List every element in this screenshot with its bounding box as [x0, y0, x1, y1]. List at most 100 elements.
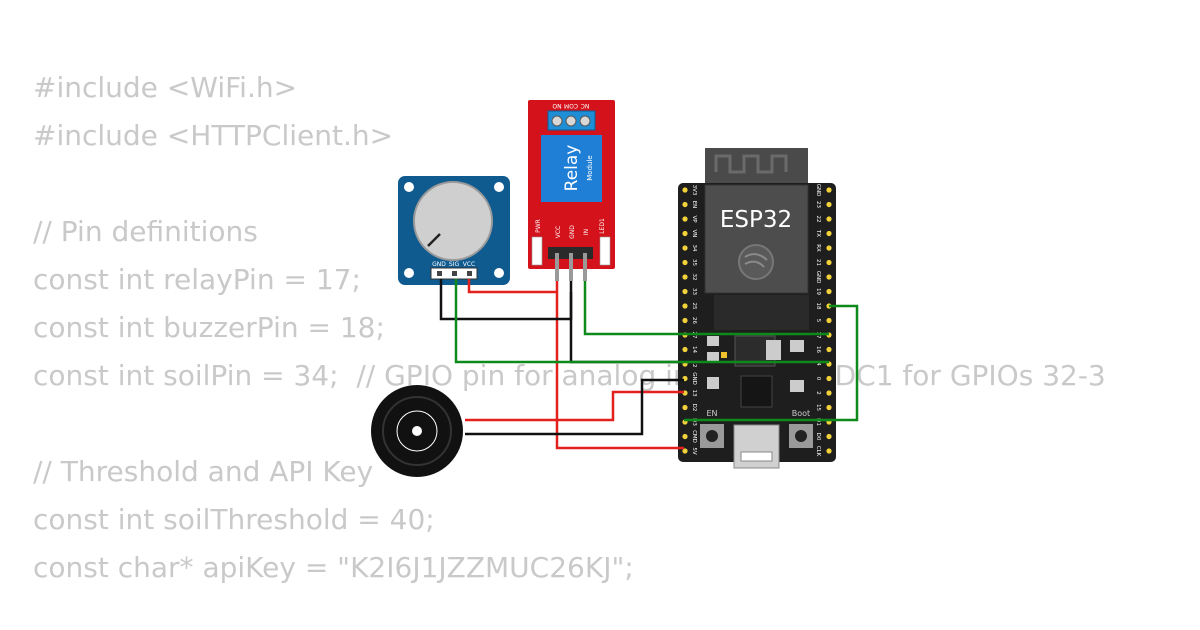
potentiometer-knob[interactable]: [413, 181, 493, 261]
relay-screw-icon: [579, 115, 591, 127]
esp32-pin[interactable]: [826, 448, 832, 454]
esp32-pin-label: D2: [691, 404, 697, 412]
esp32-pin[interactable]: [682, 201, 688, 208]
relay-subtitle: Module: [586, 155, 594, 180]
esp32-pin-label: GND: [691, 372, 697, 385]
wire-buzzer-signal: [465, 390, 684, 422]
esp32-board[interactable]: ESP32 EN Boot 3V3ENVPVN34353233252627141…: [678, 148, 836, 469]
relay-pin-label: IN: [583, 229, 590, 235]
regulator-tab: [766, 340, 781, 360]
esp32-pin[interactable]: [826, 274, 832, 280]
wire-gpio-loop: [684, 304, 859, 422]
esp32-pin[interactable]: [826, 317, 832, 324]
code-line: const int soilThreshold = 40;: [33, 503, 435, 536]
pot-pin-sig[interactable]: [452, 271, 457, 276]
pot-pin-gnd[interactable]: [437, 271, 442, 276]
esp32-pin[interactable]: [826, 245, 832, 251]
esp32-pin-label: D0: [815, 433, 821, 441]
esp32-pin[interactable]: [682, 230, 688, 237]
esp32-pin[interactable]: [682, 317, 688, 324]
esp32-pin-label: RX: [815, 244, 821, 252]
esp32-pin-label: 22: [815, 216, 821, 223]
mount-hole-icon: [404, 182, 414, 192]
esp32-pin[interactable]: [682, 346, 688, 353]
wires: [439, 279, 859, 450]
esp32-pin-label: 23: [815, 201, 821, 208]
esp32-pin-label: 35: [691, 259, 697, 266]
esp32-pin[interactable]: [826, 288, 832, 295]
esp32-pin-label: 3V3: [691, 185, 697, 196]
esp32-pin[interactable]: [826, 390, 832, 396]
usb-port[interactable]: [733, 424, 780, 469]
relay-terminal-label: NC: [581, 102, 590, 109]
esp32-pin-label: 13: [691, 390, 697, 397]
potentiometer-module[interactable]: GND SIG VCC: [398, 176, 510, 285]
esp32-pin-label: 2: [815, 391, 821, 395]
esp32-pin-label: 34: [691, 245, 697, 252]
smd-component: [707, 352, 719, 362]
esp32-pin-label: 32: [691, 274, 697, 281]
esp32-pin[interactable]: [682, 448, 688, 454]
esp32-module-bottom: [714, 295, 809, 330]
wire-relay-in: [583, 281, 829, 336]
wire-relay-gnd: [569, 292, 684, 364]
mount-hole-icon: [494, 268, 504, 278]
relay-terminal-label: COM: [564, 102, 578, 109]
pot-pin-label: SIG: [449, 261, 460, 268]
relay-module[interactable]: NO COM NC Relay Module PWR LED1 VCC GND …: [528, 100, 615, 281]
wire-pot-vcc: [467, 279, 557, 294]
espressif-logo-mark: [744, 253, 768, 268]
esp32-pin[interactable]: [826, 187, 832, 193]
esp32-pin[interactable]: [682, 187, 688, 193]
esp32-pin[interactable]: [826, 375, 832, 382]
esp32-pin[interactable]: [826, 216, 832, 222]
mount-hole-icon: [404, 268, 414, 278]
esp32-pin[interactable]: [682, 303, 688, 309]
esp32-pin-label: 14: [691, 346, 697, 353]
esp32-pin[interactable]: [682, 245, 688, 251]
relay-pin-in[interactable]: [583, 253, 587, 281]
code-line: #include <HTTPClient.h>: [33, 119, 394, 152]
code-line: // Threshold and API Key: [33, 455, 374, 488]
esp32-pin[interactable]: [682, 433, 688, 440]
esp32-pin[interactable]: [826, 259, 832, 266]
relay-pin-label: GND: [569, 225, 576, 239]
boot-button-label: Boot: [792, 409, 810, 418]
relay-pin-vcc[interactable]: [555, 253, 559, 281]
pot-pin-label: VCC: [463, 261, 475, 268]
relay-pwr-led: [531, 236, 543, 266]
esp32-pin[interactable]: [682, 259, 688, 266]
esp32-pin-label: EN: [691, 201, 697, 209]
buzzer-inner-ring: [396, 410, 438, 452]
esp32-pin-label: 18: [815, 303, 821, 310]
esp32-pin[interactable]: [682, 274, 688, 280]
code-line: const int buzzerPin = 18;: [33, 311, 385, 344]
en-button-cap: [706, 430, 718, 442]
relay-pin-gnd[interactable]: [569, 253, 573, 281]
esp32-pin[interactable]: [682, 288, 688, 295]
usb-uart-chip: [740, 375, 773, 408]
esp32-pin[interactable]: [682, 404, 688, 411]
code-line: // Pin definitions: [33, 215, 258, 248]
esp32-pin[interactable]: [682, 216, 688, 222]
buzzer[interactable]: [371, 385, 463, 477]
relay-pwr-label: PWR: [535, 219, 542, 233]
esp32-pin[interactable]: [826, 230, 832, 237]
esp32-pin[interactable]: [826, 433, 832, 440]
pot-pin-vcc[interactable]: [467, 271, 472, 276]
boot-button-cap: [795, 430, 807, 442]
esp32-pin[interactable]: [826, 404, 832, 411]
esp32-pin-label: 25: [691, 303, 697, 310]
relay-body: [541, 135, 602, 202]
relay-terminal-label: NO: [552, 102, 561, 109]
esp32-pin-label: TX: [815, 229, 821, 237]
antenna-trace: [714, 154, 788, 174]
esp32-pin[interactable]: [826, 346, 832, 353]
esp32-pin-label: CMD: [691, 430, 697, 443]
code-line: const int relayPin = 17;: [33, 263, 361, 296]
esp32-pin[interactable]: [826, 201, 832, 208]
code-line: #include <WiFi.h>: [33, 71, 298, 104]
esp32-pin-label: D3: [691, 418, 697, 426]
